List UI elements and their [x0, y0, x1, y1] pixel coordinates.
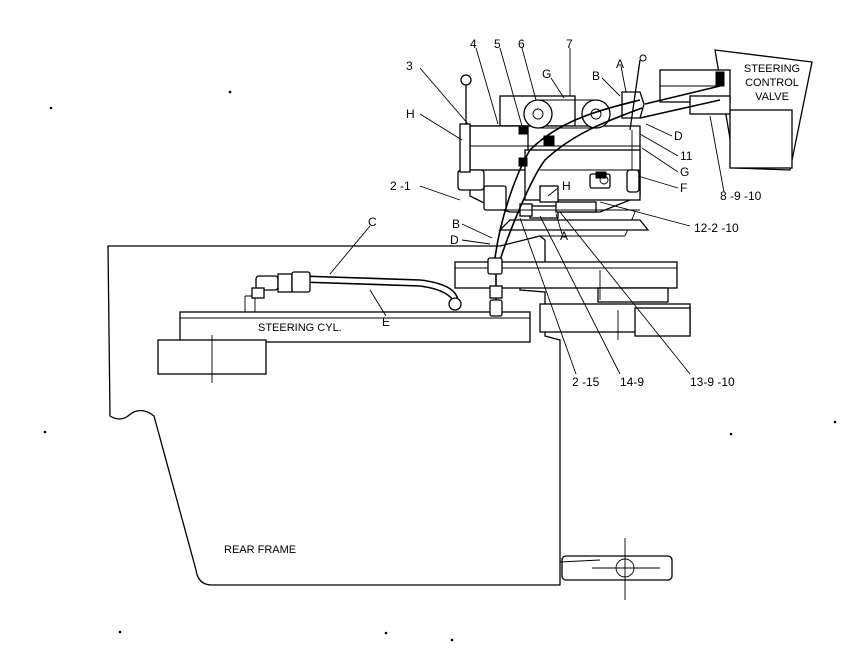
- steering-control-valve-caption-1: STEERING: [744, 63, 800, 75]
- steering-control-valve-caption-3: VALVE: [755, 91, 789, 103]
- label-11: 11: [680, 149, 693, 163]
- label-h-mid: H: [562, 179, 571, 193]
- label-g-right: G: [680, 165, 689, 179]
- label-6: 6: [518, 37, 525, 51]
- steering-cylinder: STEERING CYL.: [157, 295, 531, 383]
- rear-frame-caption: REAR FRAME: [224, 544, 296, 556]
- label-f: F: [680, 181, 687, 195]
- steering-cyl-caption: STEERING CYL.: [258, 322, 342, 334]
- lower-link: [559, 538, 673, 600]
- label-a-low: A: [560, 229, 568, 243]
- label-e: E: [382, 315, 390, 329]
- label-a-top: A: [616, 57, 624, 71]
- label-12-2-10: 12-2 -10: [694, 221, 739, 235]
- part-labels: 3 4 5 6 7 G B A H D 11 G F 8 -9 -10 2 -1…: [368, 37, 762, 389]
- mounting-plates: [454, 261, 691, 340]
- label-4: 4: [470, 37, 477, 51]
- label-2-15: 2 -15: [572, 375, 600, 389]
- label-d-low: D: [450, 233, 459, 247]
- label-g-top: G: [542, 67, 551, 81]
- label-2-1: 2 -1: [390, 179, 411, 193]
- leader-lines: [329, 47, 725, 375]
- label-5: 5: [494, 37, 501, 51]
- hose-fittings: [251, 257, 503, 317]
- label-8-9-10: 8 -9 -10: [720, 189, 762, 203]
- steering-control-valve: STEERING CONTROL VALVE: [659, 49, 813, 171]
- label-d-right: D: [674, 129, 683, 143]
- steering-control-valve-caption-2: CONTROL: [745, 77, 799, 89]
- label-c: C: [368, 215, 377, 229]
- label-14-9: 14-9: [620, 375, 644, 389]
- specks: [43, 90, 837, 642]
- lever: [459, 74, 472, 173]
- label-3: 3: [406, 59, 413, 73]
- label-b-top: B: [592, 69, 600, 83]
- top-fitting: [621, 54, 647, 193]
- label-b-low: B: [452, 217, 460, 231]
- label-13-9-10: 13-9 -10: [690, 375, 735, 389]
- label-7: 7: [566, 37, 573, 51]
- label-h-left: H: [406, 107, 415, 121]
